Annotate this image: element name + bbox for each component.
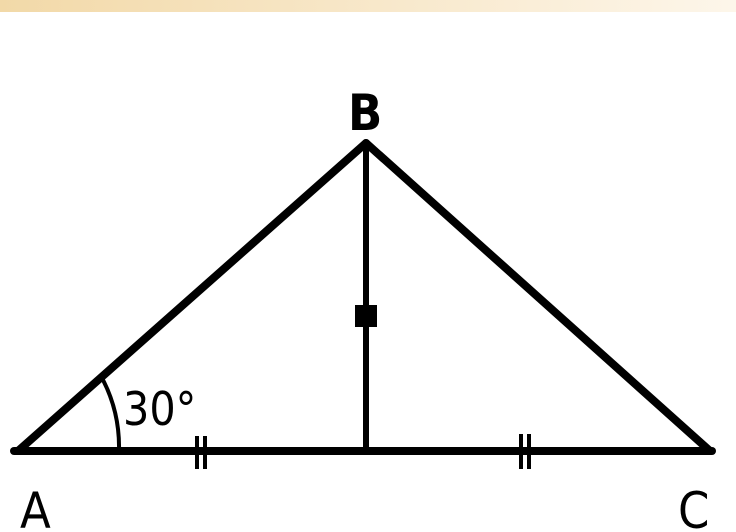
point-label-b: B [348, 84, 382, 142]
angle-label-30: 30° [123, 382, 196, 436]
tick-mark-altitude [355, 305, 377, 327]
point-label-c: C [678, 482, 709, 532]
top-decor-band [0, 0, 736, 12]
point-label-a: A [20, 482, 51, 532]
angle-arc-a [100, 377, 122, 452]
side-ab [14, 139, 370, 455]
tick-mark-right-segment [519, 434, 531, 469]
tick-mark-left-segment [195, 436, 207, 469]
side-bc [362, 139, 714, 455]
